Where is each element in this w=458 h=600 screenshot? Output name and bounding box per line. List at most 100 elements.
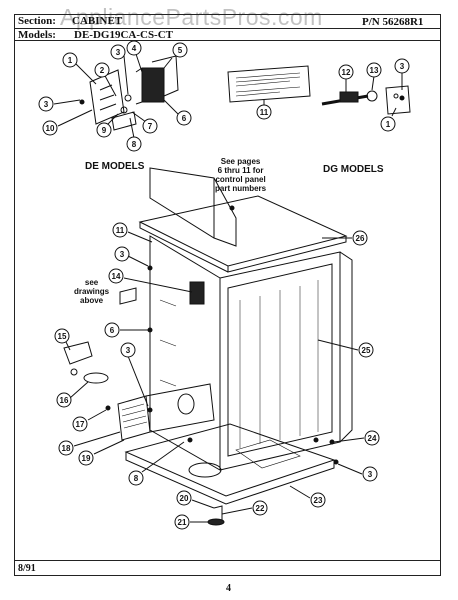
svg-text:7: 7 — [148, 122, 153, 131]
note-line: See pages — [220, 157, 261, 166]
callout-13: 13 — [366, 62, 382, 91]
svg-text:25: 25 — [362, 346, 371, 355]
svg-text:20: 20 — [180, 494, 189, 503]
svg-text:22: 22 — [256, 504, 265, 513]
callout-3-bottom: 3 — [337, 463, 378, 482]
page-frame — [14, 14, 441, 576]
callout-2: 2 — [94, 62, 117, 97]
svg-text:6: 6 — [110, 326, 115, 335]
svg-text:11: 11 — [260, 108, 269, 117]
callout-3-top: 3 — [110, 44, 129, 95]
dg-models-label: DG MODELS — [323, 164, 384, 175]
see-pages-note: See pages 6 thru 11 for control panel pa… — [215, 157, 266, 193]
cord-assembly — [321, 85, 411, 115]
watermark-text: AppliancePartsPros.com — [60, 4, 323, 30]
callout-4: 4 — [126, 40, 143, 73]
base-plate — [124, 423, 336, 505]
callout-22: 22 — [221, 500, 268, 516]
callout-26: 26 — [322, 230, 368, 246]
svg-text:17: 17 — [76, 420, 85, 429]
callout-20: 20 — [176, 490, 215, 509]
callout-18: 18 — [58, 431, 121, 456]
svg-text:13: 13 — [370, 66, 379, 75]
callout-5: 5 — [163, 42, 188, 69]
callout-21: 21 — [174, 514, 208, 530]
svg-text:10: 10 — [46, 124, 55, 133]
callout-16: 16 — [56, 381, 89, 408]
svg-text:4: 4 — [132, 44, 137, 53]
svg-text:18: 18 — [62, 444, 71, 453]
svg-text:14: 14 — [112, 272, 121, 281]
callout-10: 10 — [42, 109, 93, 136]
svg-text:3: 3 — [368, 470, 373, 479]
note-line: see — [84, 278, 99, 287]
callout-6: 6 — [163, 99, 192, 126]
svg-text:3: 3 — [400, 62, 405, 71]
callout-3-lower: 3 — [120, 342, 149, 407]
control-panel — [149, 167, 237, 247]
svg-text:19: 19 — [82, 454, 91, 463]
models-rule — [14, 40, 441, 41]
svg-text:1: 1 — [68, 56, 73, 65]
callout-14: 14 — [108, 268, 193, 293]
callout-19: 19 — [78, 439, 125, 466]
svg-text:23: 23 — [314, 496, 323, 505]
callout-6-mid: 6 — [104, 322, 148, 338]
page-number: 4 — [226, 583, 231, 594]
callout-25: 25 — [317, 339, 374, 358]
header-rule — [14, 28, 441, 29]
access-panel — [117, 383, 215, 441]
callout-15: 15 — [54, 328, 71, 351]
callout-17: 17 — [72, 409, 107, 432]
note-line: above — [80, 296, 104, 305]
callout-12: 12 — [338, 64, 354, 92]
svg-text:3: 3 — [44, 100, 49, 109]
svg-text:3: 3 — [126, 346, 131, 355]
svg-text:2: 2 — [100, 66, 105, 75]
note-line: part numbers — [215, 184, 267, 193]
callout-3-mid: 3 — [114, 246, 149, 267]
svg-text:11: 11 — [116, 226, 125, 235]
callout-3-right: 3 — [394, 58, 410, 90]
leveling-leg — [207, 505, 225, 526]
callout-1: 1 — [62, 52, 97, 85]
callout-24: 24 — [333, 430, 380, 446]
svg-text:8: 8 — [132, 140, 137, 149]
svg-text:3: 3 — [120, 250, 125, 259]
note-line: drawings — [74, 287, 110, 296]
footer-rule — [14, 560, 441, 561]
part-number: P/N 56268R1 — [362, 16, 424, 28]
callout-11: 11 — [112, 222, 153, 243]
svg-text:15: 15 — [58, 332, 67, 341]
cabinet-body — [149, 235, 353, 471]
callout-3-left: 3 — [38, 96, 81, 112]
svg-text:26: 26 — [356, 234, 365, 243]
callout-9: 9 — [96, 113, 119, 138]
svg-text:5: 5 — [178, 46, 183, 55]
svg-text:24: 24 — [368, 434, 377, 443]
callouts: 1 2 3 4 5 3 10 9 7 8 6 11 12 13 3 1 11 2… — [38, 40, 410, 530]
models-label: Models: — [18, 29, 56, 41]
warning-label — [227, 65, 311, 103]
svg-text:12: 12 — [342, 68, 351, 77]
callout-1-right: 1 — [380, 107, 397, 132]
note-line: 6 thru 11 for — [217, 166, 264, 175]
svg-text:9: 9 — [102, 126, 107, 135]
top-panel — [138, 195, 348, 273]
svg-text:1: 1 — [386, 120, 391, 129]
note-line: control panel — [215, 175, 266, 184]
section-value: CABINET — [72, 15, 123, 27]
de-models-label: DE MODELS — [85, 161, 145, 172]
svg-text:8: 8 — [134, 474, 139, 483]
svg-text:3: 3 — [116, 48, 121, 57]
svg-text:16: 16 — [60, 396, 69, 405]
small-parts-left — [63, 287, 137, 384]
screws — [79, 95, 405, 465]
footer-date: 8/91 — [18, 563, 36, 574]
callout-11-top: 11 — [256, 100, 272, 120]
svg-text:6: 6 — [182, 114, 187, 123]
callout-7: 7 — [131, 111, 158, 134]
callout-8: 8 — [128, 441, 185, 486]
models-value: DE-DG19CA-CS-CT — [74, 29, 173, 41]
